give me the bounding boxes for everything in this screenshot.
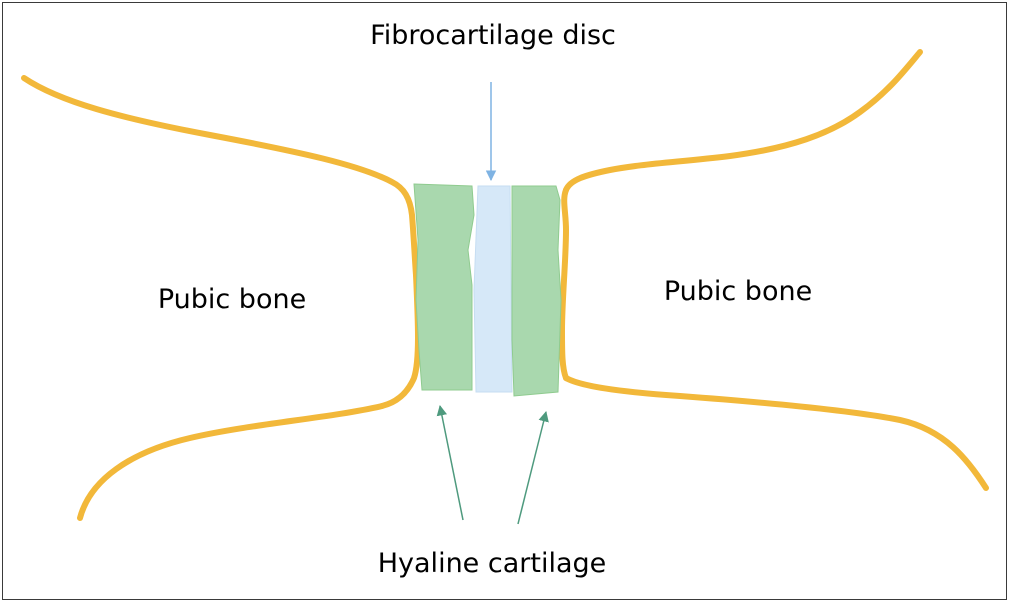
left-hyaline-cartilage xyxy=(413,183,475,391)
right-pubic-bone-outline-top xyxy=(563,49,923,193)
right-pubic-bone-outline-edge xyxy=(559,187,569,381)
left-pubic-bone-outline-edge xyxy=(379,272,421,409)
fibrocartilage-disc xyxy=(473,185,513,393)
fibrocartilage-disc-label: Fibrocartilage disc xyxy=(370,20,616,51)
hyaline-cartilage-label: Hyaline cartilage xyxy=(378,548,607,579)
hyaline-arrow-left xyxy=(436,404,464,521)
right-pubic-bone-label: Pubic bone xyxy=(664,276,812,307)
left-pubic-bone-outline-top xyxy=(21,75,419,278)
right-hyaline-cartilage xyxy=(511,185,562,397)
right-pubic-bone-outline-bottom xyxy=(563,375,989,491)
hyaline-arrow-right xyxy=(517,410,549,525)
left-pubic-bone-label: Pubic bone xyxy=(158,284,306,315)
left-pubic-bone-outline-bottom xyxy=(77,403,385,521)
